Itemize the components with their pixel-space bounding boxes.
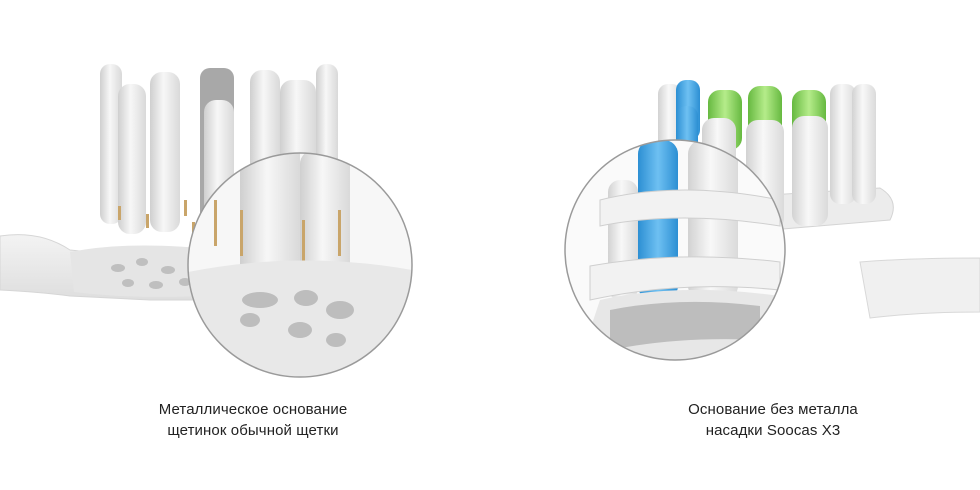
caption-metal-free-base: Основание без металла насадки Soocas X3 [528,399,980,441]
metal-brush-head-illustration [0,64,413,378]
caption-line-2: щетинок обычной щетки [167,422,339,439]
comparison-panel-metal-free: Основание без металла насадки Soocas X3 [490,0,980,490]
caption-metal-base: Металлическое основание щетинок обычной … [8,399,498,441]
magnifier-lens [564,139,786,361]
magnifier-lens [187,152,413,378]
caption-line-2: насадки Soocas X3 [705,422,841,439]
caption-line-1: Основание без металла [688,401,858,418]
metal-free-brush-head-illustration [564,80,980,361]
comparison-panel-metal: Металлическое основание щетинок обычной … [0,64,413,439]
caption-line-1: Металлическое основание [158,401,348,418]
